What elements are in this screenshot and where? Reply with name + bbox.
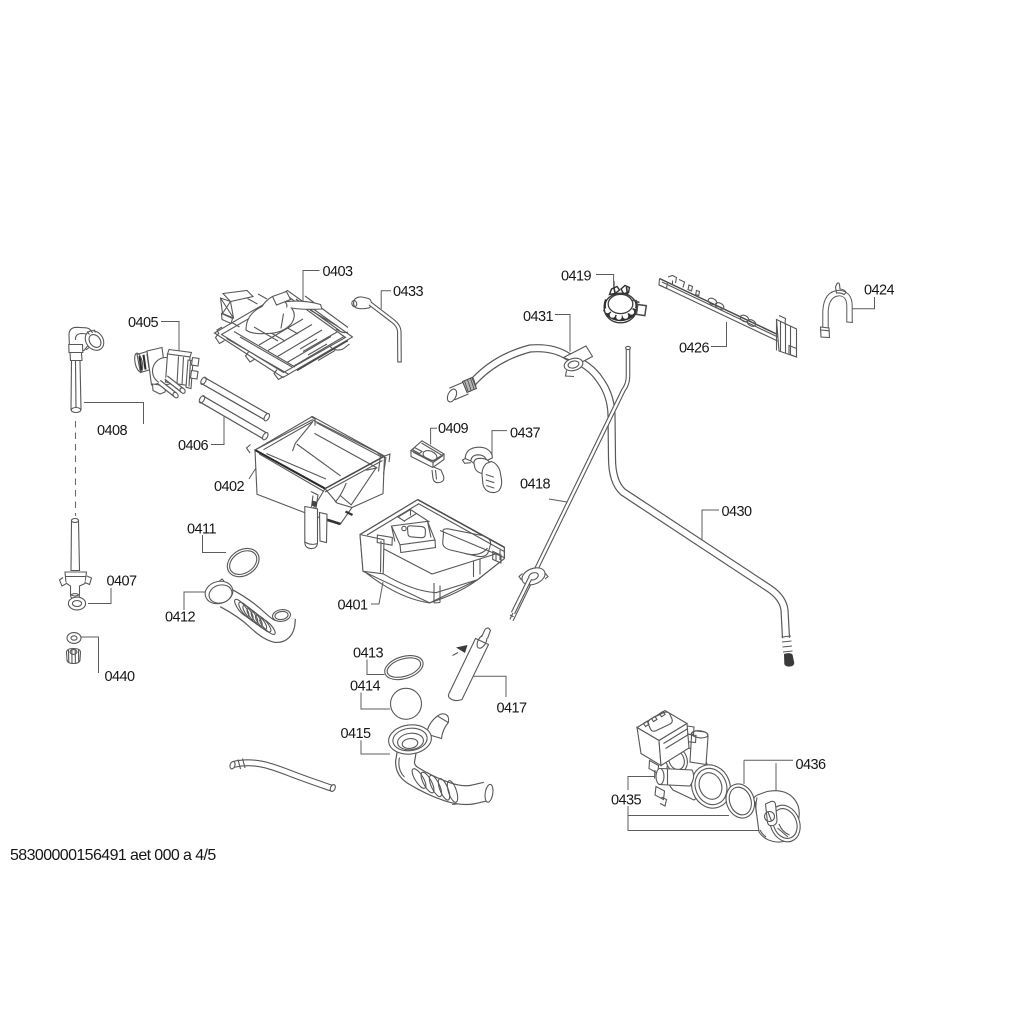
svg-text:0402: 0402: [214, 479, 245, 495]
svg-text:0411: 0411: [187, 522, 216, 538]
svg-text:0435: 0435: [611, 793, 642, 809]
svg-text:0431: 0431: [523, 309, 554, 325]
svg-text:0401: 0401: [338, 598, 369, 614]
svg-text:0437: 0437: [510, 426, 541, 442]
svg-text:58300000156491 aet 000 a 4/5: 58300000156491 aet 000 a 4/5: [10, 847, 216, 864]
svg-text:0430: 0430: [722, 504, 753, 520]
svg-text:0418: 0418: [520, 477, 551, 493]
svg-text:0403: 0403: [323, 264, 354, 280]
svg-text:0424: 0424: [864, 283, 895, 299]
svg-text:0433: 0433: [393, 284, 424, 300]
svg-text:0413: 0413: [353, 646, 384, 662]
svg-text:0426: 0426: [679, 341, 710, 357]
svg-text:0409: 0409: [438, 421, 469, 437]
svg-text:0440: 0440: [105, 669, 136, 685]
svg-text:0415: 0415: [341, 726, 372, 742]
svg-text:0436: 0436: [796, 757, 827, 773]
svg-text:0419: 0419: [561, 269, 592, 285]
svg-text:0406: 0406: [178, 438, 209, 454]
svg-text:0407: 0407: [107, 574, 138, 590]
svg-text:0414: 0414: [350, 679, 381, 695]
svg-text:0408: 0408: [97, 423, 128, 439]
svg-text:0405: 0405: [128, 315, 159, 331]
svg-text:0417: 0417: [497, 701, 528, 717]
svg-text:0412: 0412: [165, 610, 196, 626]
